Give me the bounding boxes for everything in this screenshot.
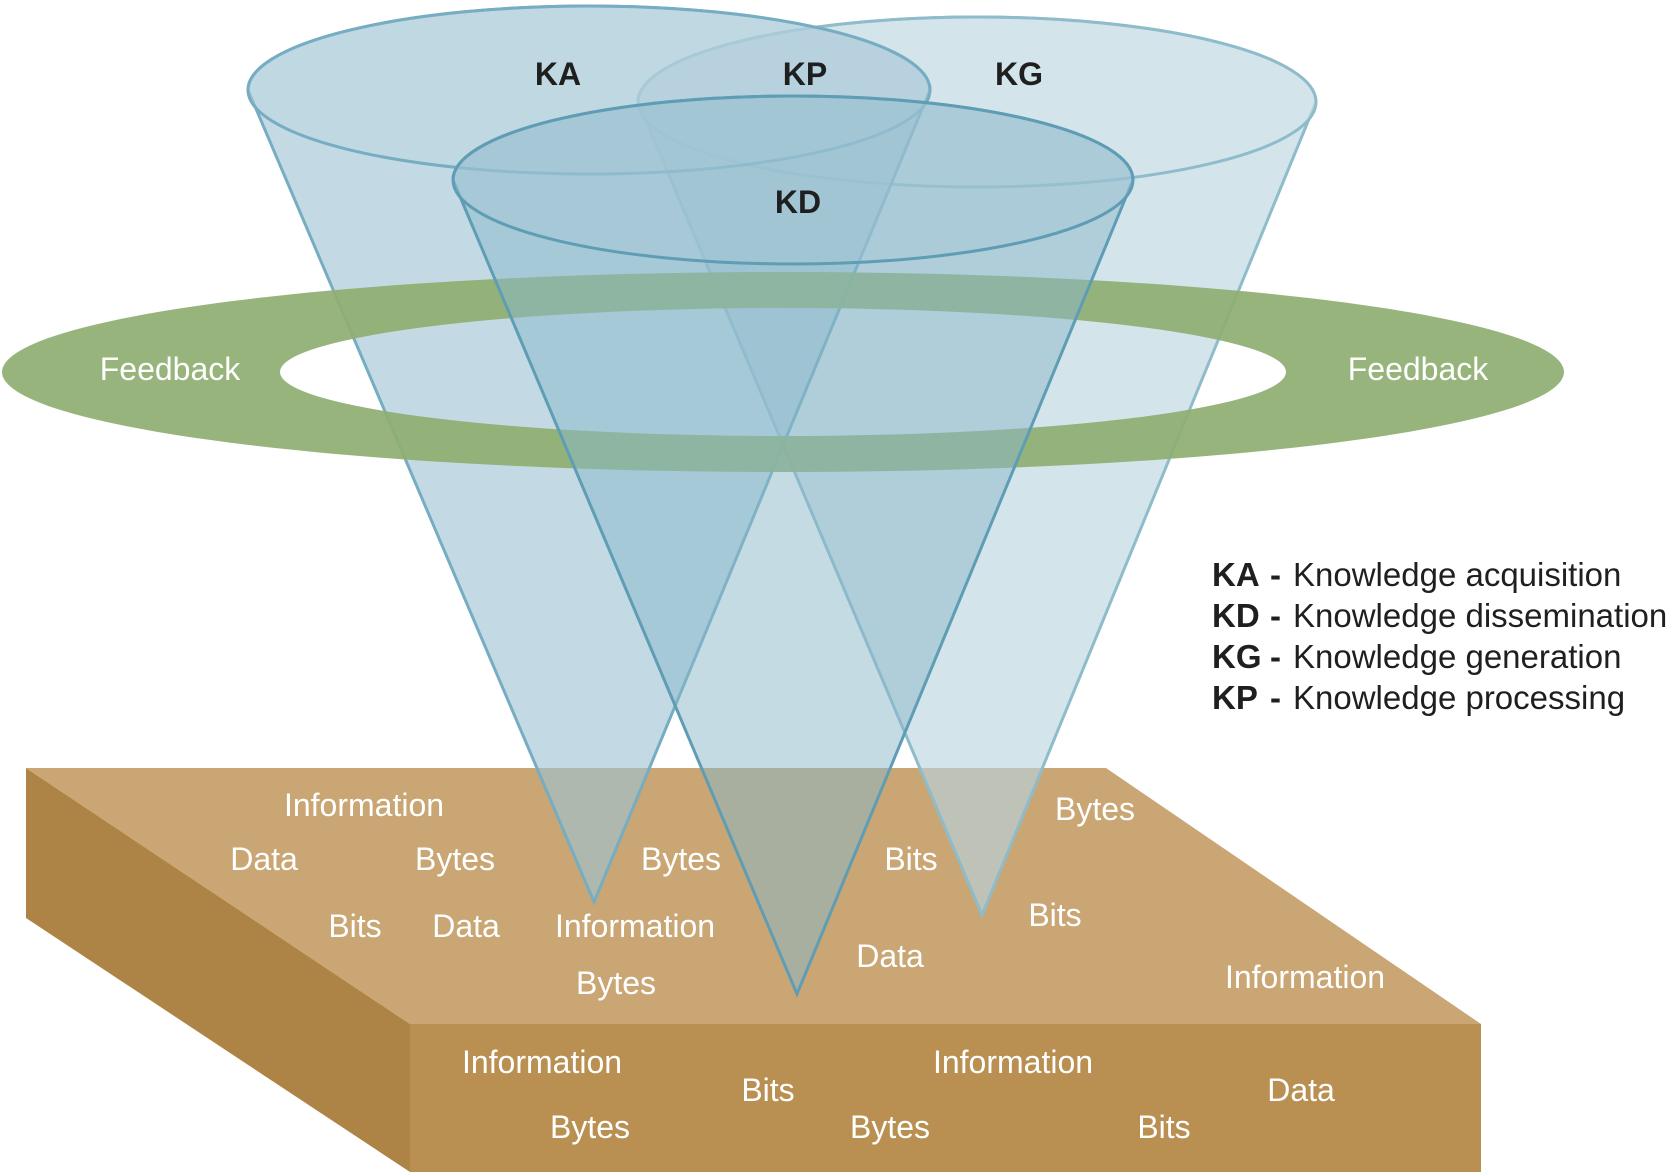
platform-top-words: Information Data Bytes Bytes Bits Bytes … — [230, 787, 1385, 1001]
feedback-ring-shape — [2, 272, 1564, 472]
front-word: Bytes — [850, 1109, 930, 1145]
legend-abbr: KD — [1212, 597, 1260, 634]
legend-text: Knowledge processing — [1293, 679, 1625, 716]
cone-label-ka: KA — [535, 56, 581, 92]
top-word: Information — [555, 908, 715, 944]
top-word: Bytes — [641, 841, 721, 877]
front-word: Bits — [741, 1072, 794, 1108]
cone-label-kd: KD — [775, 184, 821, 220]
legend: KA - Knowledge acquisition KD - Knowledg… — [1212, 556, 1667, 716]
legend-abbr: KG — [1212, 638, 1262, 675]
legend-item: KP - Knowledge processing — [1212, 679, 1625, 716]
legend-separator: - — [1270, 556, 1281, 593]
top-word: Bits — [1028, 897, 1081, 933]
cone-kd-rim — [451, 94, 1135, 266]
cone-kd — [451, 94, 1135, 998]
legend-abbr: KA — [1212, 556, 1260, 593]
top-word: Information — [284, 787, 444, 823]
front-word: Information — [462, 1044, 622, 1080]
legend-item: KA - Knowledge acquisition — [1212, 556, 1621, 593]
legend-separator: - — [1270, 679, 1281, 716]
legend-text: Knowledge dissemination — [1293, 597, 1667, 634]
top-word: Data — [856, 938, 924, 974]
top-word: Bytes — [1055, 791, 1135, 827]
top-word: Data — [432, 908, 500, 944]
feedback-label-right: Feedback — [1348, 351, 1490, 387]
legend-text: Knowledge generation — [1293, 638, 1621, 675]
top-word: Bits — [328, 908, 381, 944]
platform-front-face — [410, 1024, 1481, 1172]
cone-labels: KA KP KG KD — [535, 56, 1043, 220]
legend-text: Knowledge acquisition — [1293, 556, 1621, 593]
legend-item: KG - Knowledge generation — [1212, 638, 1621, 675]
legend-separator: - — [1270, 597, 1281, 634]
platform-left-side — [26, 768, 410, 1172]
legend-item: KD - Knowledge dissemination — [1212, 597, 1667, 634]
legend-separator: - — [1270, 638, 1281, 675]
top-word: Bytes — [576, 965, 656, 1001]
feedback-ring: Feedback Feedback — [2, 272, 1564, 472]
top-word: Information — [1225, 959, 1385, 995]
cone-label-kp: KP — [783, 56, 827, 92]
platform — [26, 768, 1481, 1172]
front-word: Data — [1267, 1072, 1335, 1108]
front-word: Bytes — [550, 1109, 630, 1145]
front-word: Bits — [1137, 1109, 1190, 1145]
feedback-label-left: Feedback — [100, 351, 242, 387]
platform-front-words: Information Bits Information Data Bytes … — [462, 1044, 1335, 1145]
top-word: Bits — [884, 841, 937, 877]
legend-abbr: KP — [1212, 679, 1258, 716]
front-word: Information — [933, 1044, 1093, 1080]
cone-label-kg: KG — [995, 56, 1043, 92]
top-word: Bytes — [415, 841, 495, 877]
top-word: Data — [230, 841, 298, 877]
platform-top-face — [26, 768, 1481, 1024]
